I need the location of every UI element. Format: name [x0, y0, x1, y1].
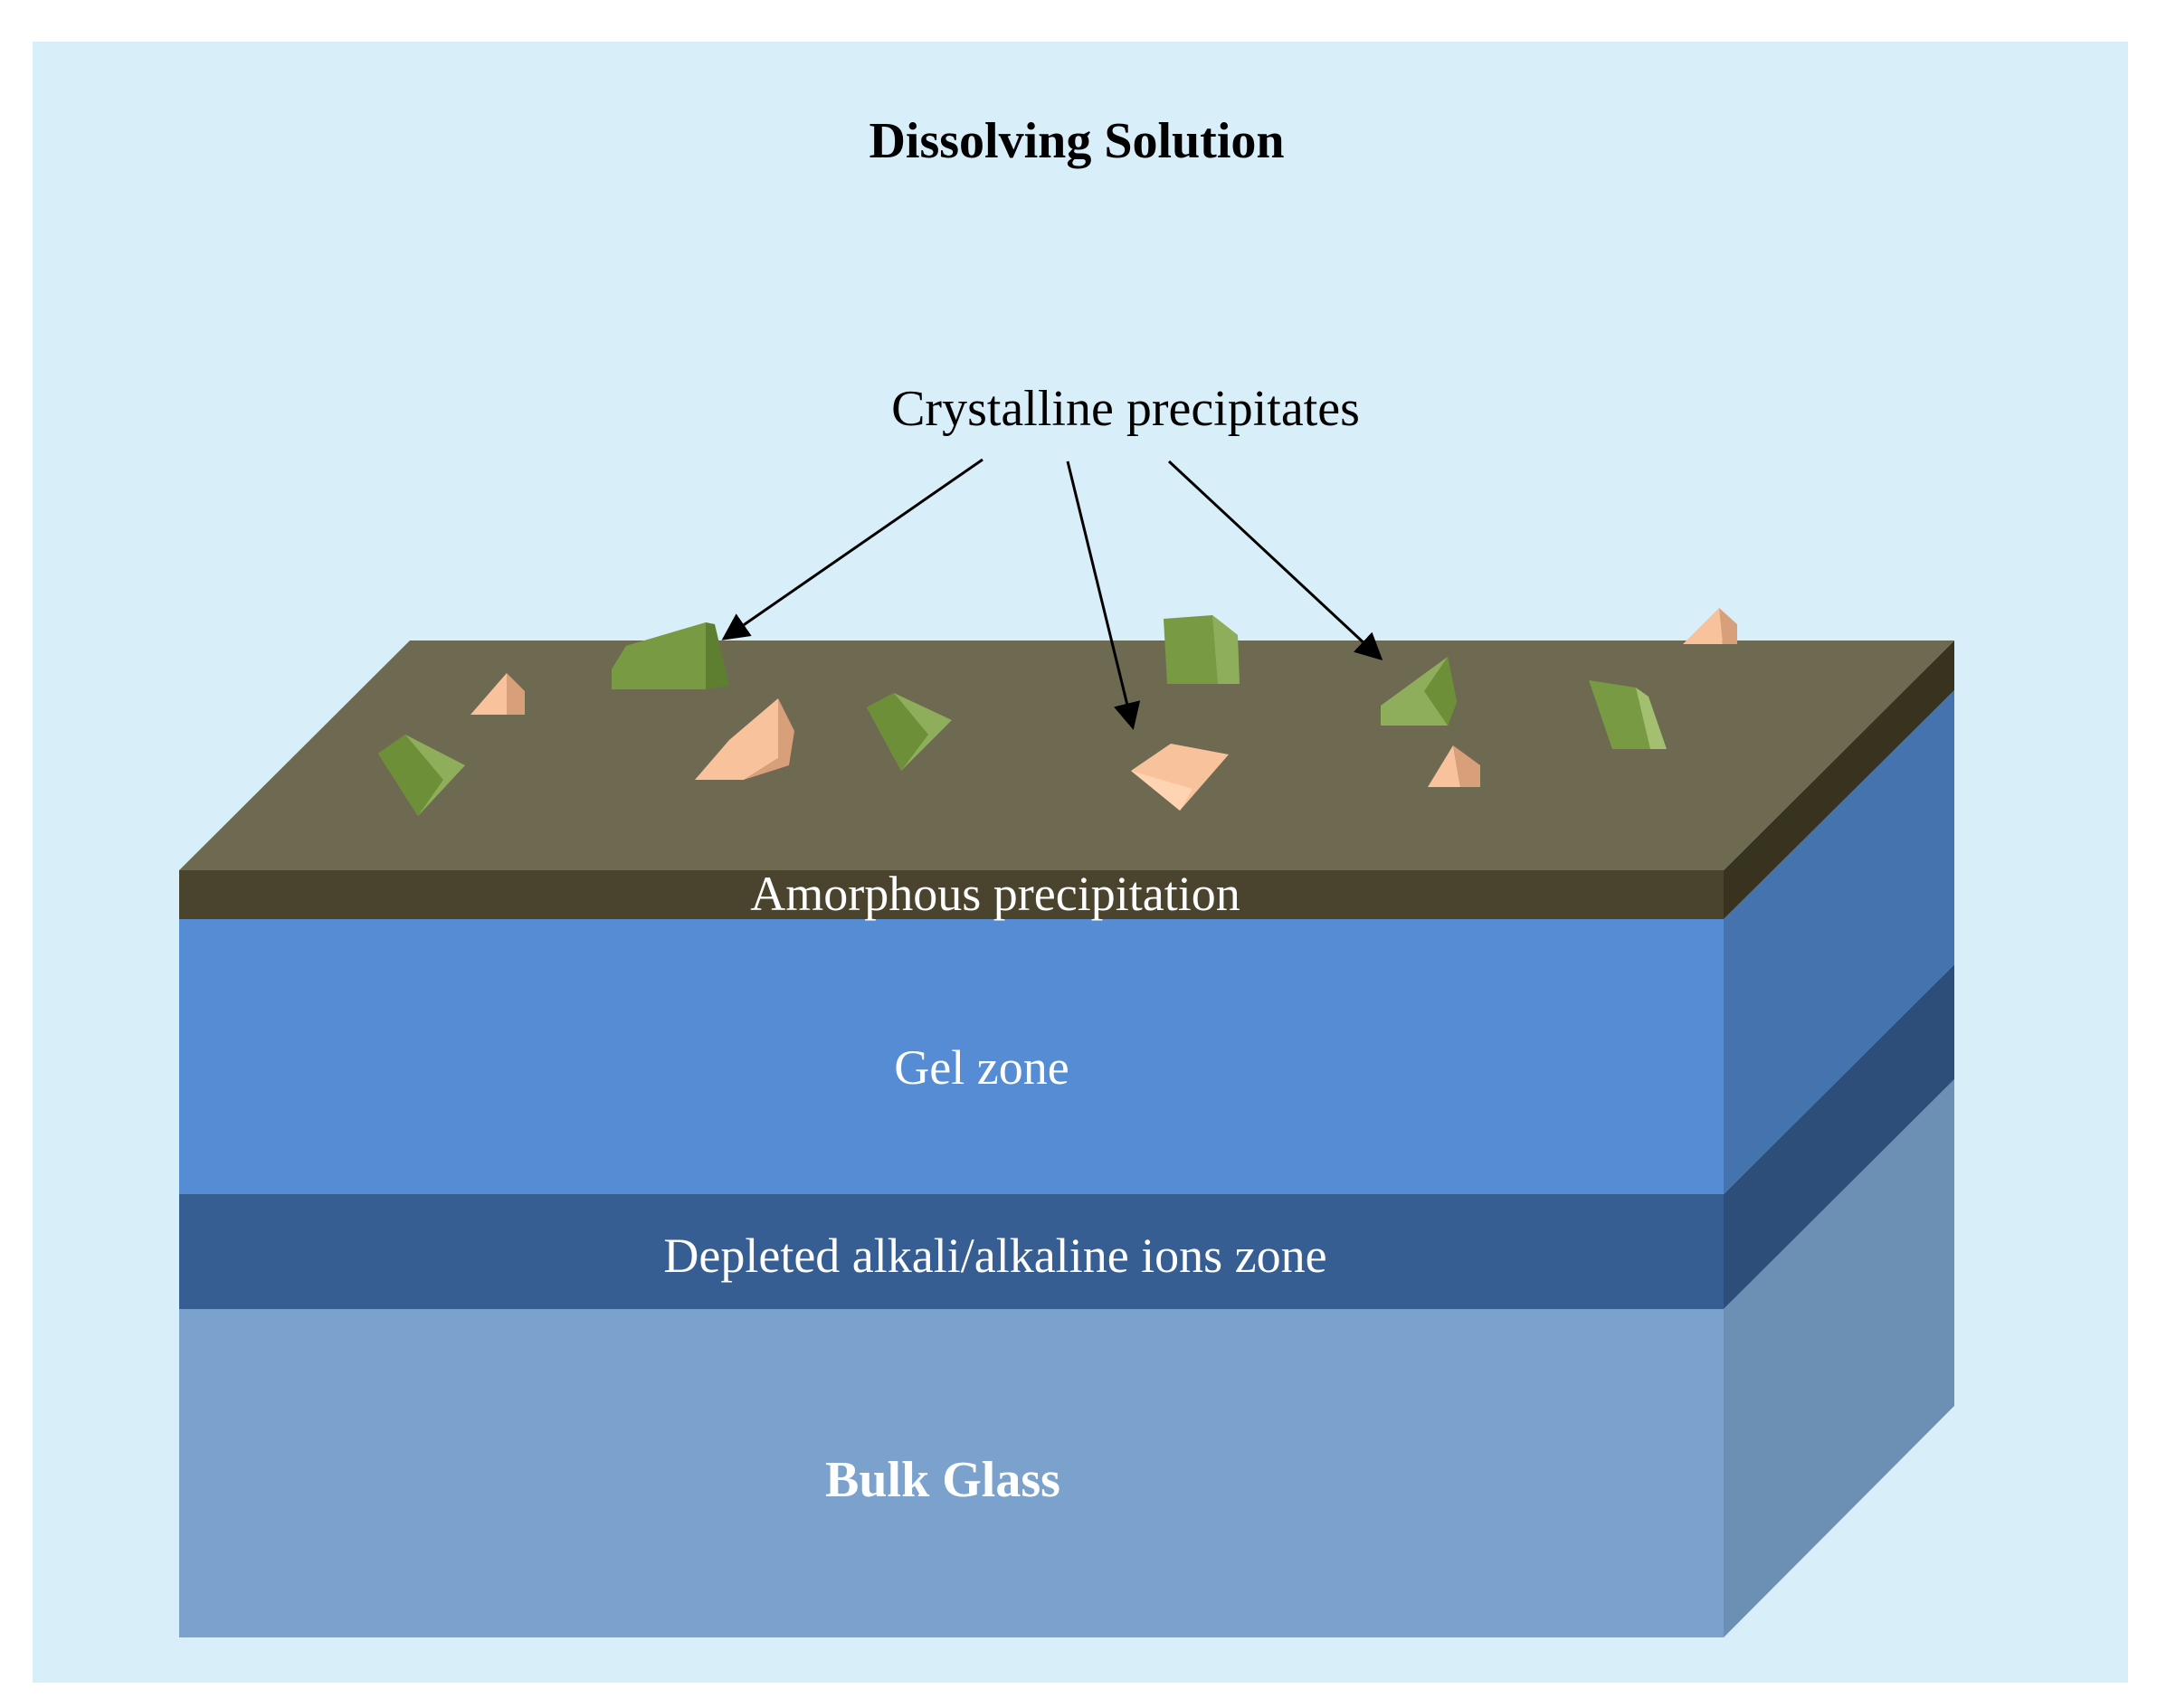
depleted-zone-front-face — [179, 1194, 1724, 1309]
depleted-zone-side-face — [1724, 964, 1954, 1309]
bulk-glass-front-face — [179, 1309, 1724, 1637]
bulk-glass-label: Bulk Glass — [825, 1452, 1060, 1508]
green-crystal — [1589, 680, 1667, 749]
callout-arrow-middle — [1066, 460, 1141, 730]
peach-crystal — [1131, 744, 1229, 811]
gel-zone-front-face — [179, 919, 1724, 1194]
green-crystal — [378, 735, 465, 816]
amorphous-precipitation-label: Amorphous precipitation — [750, 867, 1240, 921]
peach-crystal — [470, 673, 525, 715]
diagram-title: Dissolving Solution — [869, 113, 1284, 169]
gel-zone-side-face — [1724, 690, 1954, 1194]
peach-crystal — [695, 698, 794, 780]
amorphous-layer-side-face — [1724, 640, 1954, 919]
green-crystal — [1381, 657, 1457, 726]
peach-crystal — [1428, 745, 1480, 787]
peach-crystal — [1683, 608, 1737, 644]
bulk-glass-side-face — [1724, 1079, 1954, 1637]
crystal-group — [378, 608, 1737, 816]
depleted-zone-label: Depleted alkali/alkaline ions zone — [663, 1229, 1326, 1283]
amorphous-layer-front-face — [179, 870, 1724, 919]
green-crystal — [867, 693, 952, 771]
callout-arrow-left — [721, 458, 983, 640]
gel-zone-label: Gel zone — [894, 1040, 1069, 1095]
green-crystal — [612, 622, 729, 689]
green-crystal — [1164, 615, 1240, 684]
crystalline-precipitates-label: Crystalline precipitates — [891, 381, 1360, 437]
amorphous-layer-top-surface — [179, 640, 1954, 870]
callout-arrow-right — [1167, 460, 1383, 661]
